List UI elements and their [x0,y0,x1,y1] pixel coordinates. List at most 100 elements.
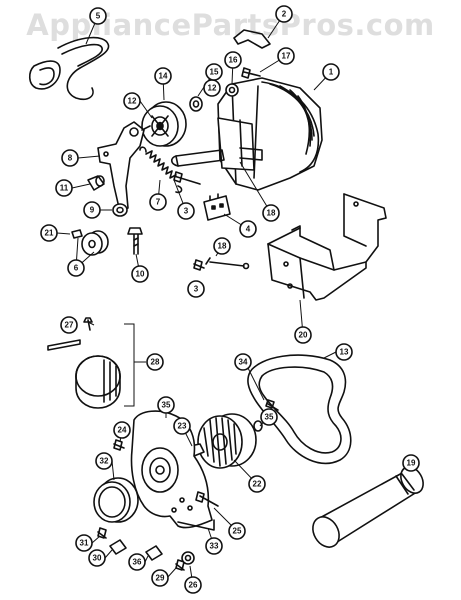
callout-17: 17 [277,47,295,65]
callout-36: 36 [128,553,146,571]
motor-screw-part [241,67,261,79]
svg-text:26: 26 [189,581,198,590]
svg-text:6: 6 [74,264,79,273]
bracket-clip-part [145,545,163,561]
svg-text:9: 9 [90,206,95,215]
grommet-part [181,551,195,565]
callout-3-lower: 3 [187,280,205,298]
svg-text:17: 17 [282,52,291,61]
svg-text:28: 28 [151,358,160,367]
callout-13: 13 [335,343,353,361]
svg-text:18: 18 [218,242,227,251]
callout-5: 5 [89,7,107,25]
svg-text:14: 14 [159,72,168,81]
idler-nut-part [71,229,83,239]
blower-washer-part [253,420,263,432]
washer-part [189,96,203,112]
callout-23: 23 [173,417,191,435]
svg-text:32: 32 [100,457,109,466]
callout-10: 10 [131,265,149,283]
svg-text:3: 3 [184,207,189,216]
svg-text:4: 4 [246,225,251,234]
svg-text:12: 12 [128,97,137,106]
lint-screw-part [83,317,93,331]
callout-24: 24 [113,421,131,439]
centrifugal-switch-part [203,193,231,221]
svg-text:2: 2 [282,10,287,19]
callout-11: 11 [55,179,73,197]
callout-30: 30 [88,549,106,567]
svg-text:7: 7 [156,198,161,207]
svg-text:19: 19 [407,459,416,468]
svg-text:11: 11 [60,184,69,193]
bearing-part [112,203,128,217]
housing-screw-part [113,439,125,451]
motor-pulley-part [141,101,187,147]
callout-22: 22 [248,475,266,493]
svg-text:22: 22 [253,480,262,489]
callout-21: 21 [40,224,58,242]
svg-text:12: 12 [208,84,217,93]
callout-29: 29 [151,569,169,587]
felt-seal-part [93,477,139,523]
roller-part [87,175,105,191]
svg-text:13: 13 [340,348,349,357]
motor-mount-part [267,193,387,301]
callout-4: 4 [239,220,257,238]
group-bracket [124,323,135,407]
svg-text:20: 20 [299,331,308,340]
svg-text:31: 31 [80,539,89,548]
svg-text:35: 35 [265,413,274,422]
svg-text:1: 1 [329,68,334,77]
callout-27: 27 [60,316,78,334]
callout-2: 2 [275,5,293,23]
svg-text:23: 23 [178,422,187,431]
callout-9: 9 [83,201,101,219]
drum-seal-part [312,466,424,548]
svg-text:24: 24 [118,426,127,435]
callout-19: 19 [402,454,420,472]
blower-wheel-part [197,413,257,469]
callout-8: 8 [61,149,79,167]
svg-text:3: 3 [194,285,199,294]
svg-text:10: 10 [136,270,145,279]
drive-belt-part [28,36,110,101]
spring-clip-part [175,559,185,571]
callout-20: 20 [294,326,312,344]
callout-3-upper: 3 [177,202,195,220]
housing-bolt-part [195,491,219,507]
callout-15: 15 [205,63,223,81]
drive-motor-part [170,77,323,191]
bracket-bolt-part [173,171,201,185]
switch-screw-part [193,259,205,271]
motor-clip-part [233,29,271,49]
svg-text:30: 30 [93,554,102,563]
idler-pulley-part [81,230,109,256]
blower-housing-cover-part [247,354,352,465]
svg-text:35: 35 [162,401,171,410]
svg-text:34: 34 [239,358,248,367]
retainer-part [225,83,239,97]
svg-text:16: 16 [229,56,238,65]
callout-33: 33 [205,537,223,555]
callout-1: 1 [322,63,340,81]
callout-28: 28 [146,353,164,371]
svg-text:18: 18 [267,209,276,218]
svg-text:33: 33 [210,542,219,551]
callout-7: 7 [149,193,167,211]
svg-text:8: 8 [68,154,73,163]
felt-strip-part [47,339,81,351]
callout-12-left: 12 [123,92,141,110]
callout-14: 14 [154,67,172,85]
idler-spring-part [139,146,183,194]
svg-text:5: 5 [96,12,101,21]
clip-part [109,539,127,555]
blower-housing-part [130,410,215,531]
svg-text:21: 21 [45,229,54,238]
callout-34: 34 [234,353,252,371]
callout-35-right: 35 [260,408,278,426]
callout-18-upper: 18 [262,204,280,222]
screw-part [97,527,107,539]
